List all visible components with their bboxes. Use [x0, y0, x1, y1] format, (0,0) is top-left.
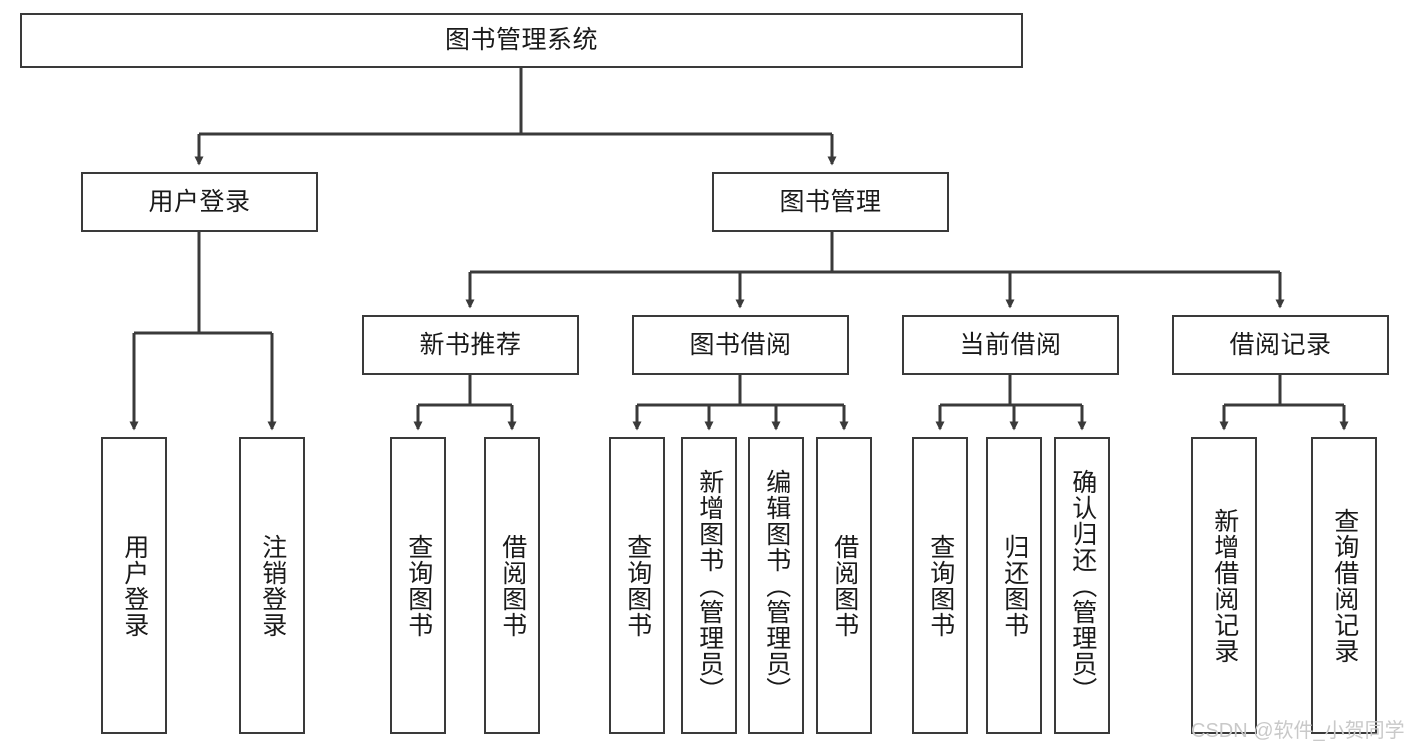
- leaf-return-books-label: 归还图书: [1000, 533, 1029, 638]
- node-user-login[interactable]: 用户登录: [81, 172, 318, 232]
- leaf-borrow-books-new-label: 借阅图书: [498, 533, 527, 638]
- leaf-borrow-books-new[interactable]: 借阅图书: [484, 437, 540, 734]
- node-root-label: 图书管理系统: [444, 26, 598, 55]
- leaf-logout-label: 注销登录: [258, 533, 287, 638]
- leaf-borrow-books-label: 借阅图书: [830, 533, 859, 638]
- leaf-add-borrow-record-label: 新增借阅记录: [1210, 507, 1239, 664]
- leaf-return-books[interactable]: 归还图书: [986, 437, 1042, 734]
- leaf-query-borrow-record-label: 查询借阅记录: [1330, 507, 1359, 664]
- leaf-query-borrow-record[interactable]: 查询借阅记录: [1311, 437, 1377, 734]
- leaf-logout[interactable]: 注销登录: [239, 437, 305, 734]
- node-user-login-label: 用户登录: [148, 187, 251, 216]
- leaf-query-books-borrow-label: 查询图书: [623, 533, 652, 638]
- node-book-borrow[interactable]: 图书借阅: [632, 315, 849, 375]
- leaf-query-books-borrow[interactable]: 查询图书: [609, 437, 665, 734]
- csdn-watermark: CSDN @软件_小贺同学: [1191, 720, 1405, 742]
- node-borrow-records-label: 借阅记录: [1229, 330, 1332, 359]
- leaf-user-login-label: 用户登录: [120, 533, 149, 638]
- node-book-borrow-label: 图书借阅: [689, 330, 792, 359]
- leaf-query-books-current[interactable]: 查询图书: [912, 437, 968, 734]
- leaf-add-book-admin[interactable]: 新增图书（管理员）: [681, 437, 737, 734]
- leaf-query-books-new[interactable]: 查询图书: [390, 437, 446, 734]
- leaf-add-book-admin-label: 新增图书（管理员）: [695, 468, 724, 703]
- node-current-borrow-label: 当前借阅: [959, 330, 1062, 359]
- node-new-book-recommend-label: 新书推荐: [419, 330, 522, 359]
- node-borrow-records[interactable]: 借阅记录: [1172, 315, 1389, 375]
- leaf-confirm-return-admin-label: 确认归还（管理员）: [1068, 468, 1097, 703]
- node-book-management-label: 图书管理: [779, 187, 882, 216]
- node-root[interactable]: 图书管理系统: [20, 13, 1023, 68]
- leaf-edit-book-admin[interactable]: 编辑图书（管理员）: [748, 437, 804, 734]
- node-new-book-recommend[interactable]: 新书推荐: [362, 315, 579, 375]
- node-current-borrow[interactable]: 当前借阅: [902, 315, 1119, 375]
- node-book-management[interactable]: 图书管理: [712, 172, 949, 232]
- leaf-confirm-return-admin[interactable]: 确认归还（管理员）: [1054, 437, 1110, 734]
- leaf-edit-book-admin-label: 编辑图书（管理员）: [762, 468, 791, 703]
- leaf-query-books-current-label: 查询图书: [926, 533, 955, 638]
- leaf-borrow-books[interactable]: 借阅图书: [816, 437, 872, 734]
- leaf-add-borrow-record[interactable]: 新增借阅记录: [1191, 437, 1257, 734]
- leaf-user-login[interactable]: 用户登录: [101, 437, 167, 734]
- leaf-query-books-new-label: 查询图书: [404, 533, 433, 638]
